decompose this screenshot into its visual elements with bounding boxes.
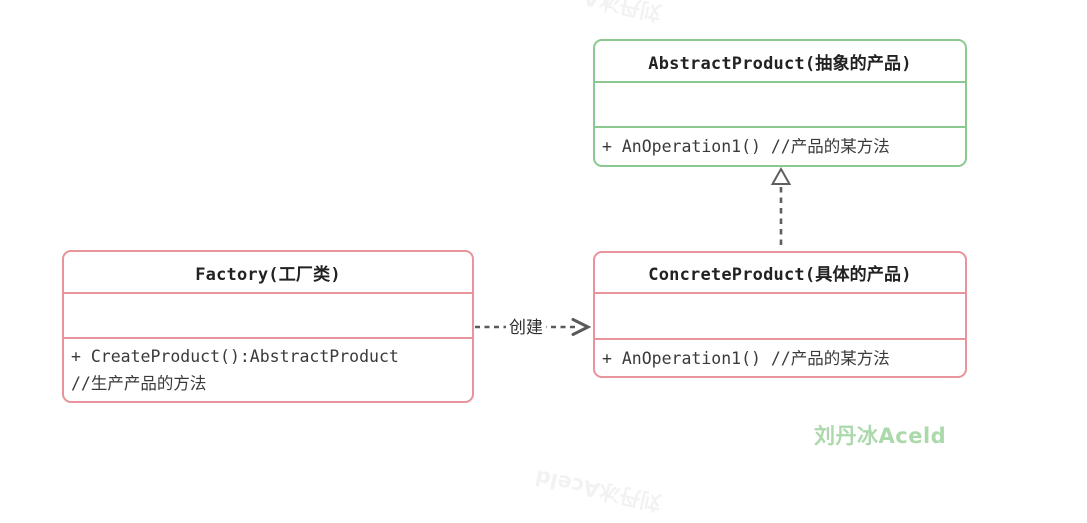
class-box-concrete-product: ConcreteProduct(具体的产品) + AnOperation1() … <box>593 251 967 378</box>
class-attributes-concrete-product <box>595 294 965 340</box>
class-methods-concrete-product: + AnOperation1() //产品的某方法 <box>595 340 965 376</box>
class-methods-abstract-product: + AnOperation1() //产品的某方法 <box>595 128 965 165</box>
class-box-factory: Factory(工厂类) + CreateProduct():AbstractP… <box>62 250 474 403</box>
method-comment-line: //生产产品的方法 <box>71 374 207 393</box>
open-arrowhead-icon <box>571 318 592 336</box>
method-line: + AnOperation1() //产品的某方法 <box>602 137 890 156</box>
class-title-factory: Factory(工厂类) <box>64 252 472 294</box>
class-attributes-abstract-product <box>595 83 965 128</box>
hollow-triangle-arrowhead-icon <box>770 166 792 185</box>
class-attributes-factory <box>64 294 472 339</box>
class-box-abstract-product: AbstractProduct(抽象的产品) + AnOperation1() … <box>593 39 967 167</box>
class-methods-factory: + CreateProduct():AbstractProduct //生产产品… <box>64 339 472 401</box>
author-signature-watermark: 刘丹冰Aceld <box>814 424 947 448</box>
class-title-concrete-product: ConcreteProduct(具体的产品) <box>595 253 965 294</box>
class-title-abstract-product: AbstractProduct(抽象的产品) <box>595 41 965 83</box>
faint-watermark-bottom: 刘丹冰Aceld <box>533 464 664 516</box>
faint-watermark-top: 刘丹冰Aceld <box>533 0 664 26</box>
relation-label-create: 创建 <box>506 316 546 340</box>
method-line: + AnOperation1() //产品的某方法 <box>602 348 890 368</box>
method-line: + CreateProduct():AbstractProduct <box>71 347 399 366</box>
